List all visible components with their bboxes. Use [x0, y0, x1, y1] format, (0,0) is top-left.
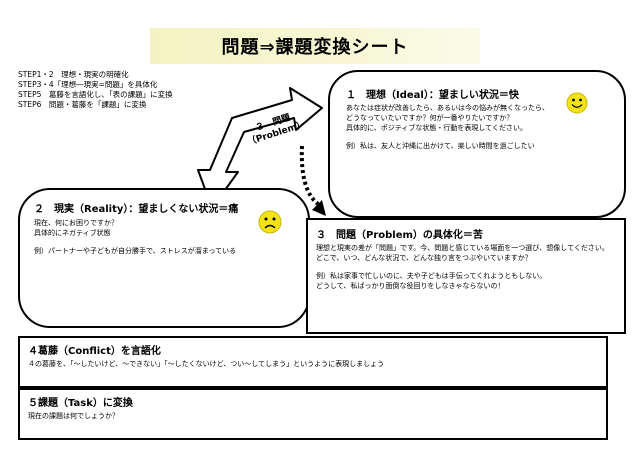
dotted-arrowhead-icon: [312, 200, 326, 216]
problem-section: ３ 問題（Problem）の具体化＝苦 理想と現実の差が「問題」です。今、問題と…: [306, 218, 626, 334]
double-arrow-icon: [197, 87, 323, 209]
step-item: STEP6 問題・葛藤を「課題」に変換: [18, 100, 147, 109]
ideal-line: どうなっていたいですか？何が一番やりたいですか？: [346, 114, 514, 122]
task-section: ５課題（Task）に変換 現在の課題は何でしょうか？: [18, 388, 608, 440]
ideal-example: 例）私は、友人と沖縄に出かけて、楽しい時間を過ごしたい: [346, 142, 535, 150]
reality-example: 例）パートナーや子どもが自分勝手で、ストレスが溜まっている: [34, 247, 237, 255]
conflict-body: ４の葛藤を、「～したいけど、～できない」「～したくないけど、つい～してしまう」と…: [28, 360, 385, 368]
ideal-line: 具体的に、ポジティブな状態・行動を表現してください。: [346, 124, 527, 132]
conflict-section: ４葛藤（Conflict）を言語化 ４の葛藤を、「～したいけど、～できない」「～…: [18, 336, 608, 388]
conflict-heading: ４葛藤（Conflict）を言語化: [28, 346, 161, 357]
reality-section: ２ 現実（Reality）：望ましくない状況＝痛 現在、何にお困りですか？ 具体…: [18, 188, 310, 328]
step-list: STEP1・2 理想・現実の明確化 STEP3・4「理想―現実=問題」を具体化 …: [18, 70, 173, 110]
step-item: STEP3・4「理想―現実=問題」を具体化: [18, 80, 158, 89]
smiley-face-icon: [566, 92, 588, 114]
problem-example: 例）私は家事で忙しいのに、夫や子どもは手伝ってくれようともしない。: [316, 272, 547, 280]
sad-face-icon: [258, 210, 282, 234]
problem-example: どうして、私ばっかり面倒な役回りをしなきゃならないの！: [316, 282, 505, 290]
ideal-line: あなたは症状が改善したら、あるいは今の悩みが無くなったら、: [346, 104, 549, 112]
reality-line: 現在、何にお困りですか？: [34, 219, 118, 227]
dotted-arrow-icon: [299, 145, 320, 206]
reality-line: 具体的にネガティブ状態: [34, 229, 111, 237]
page-title: 問題⇒課題変換シート: [150, 28, 480, 64]
step-item: STEP5 葛藤を言語化し、「表の課題」に変換: [18, 90, 173, 99]
problem-heading: ３ 問題（Problem）の具体化＝苦: [316, 230, 483, 241]
problem-line: どこで、いつ、どんな状況で、どんな独り言をつぶやいていますか？: [316, 254, 532, 262]
task-body: 現在の課題は何でしょうか？: [28, 412, 119, 420]
reality-heading: ２ 現実（Reality）：望ましくない状況＝痛: [34, 204, 239, 215]
ideal-heading: １ 理想（Ideal）：望ましい状況＝快: [346, 90, 519, 101]
task-heading: ５課題（Task）に変換: [28, 398, 133, 409]
problem-line: 理想と現実の差が「問題」です。今、問題と感じている場面を一つ選び、想像してくださ…: [316, 244, 609, 252]
step-item: STEP1・2 理想・現実の明確化: [18, 70, 129, 79]
